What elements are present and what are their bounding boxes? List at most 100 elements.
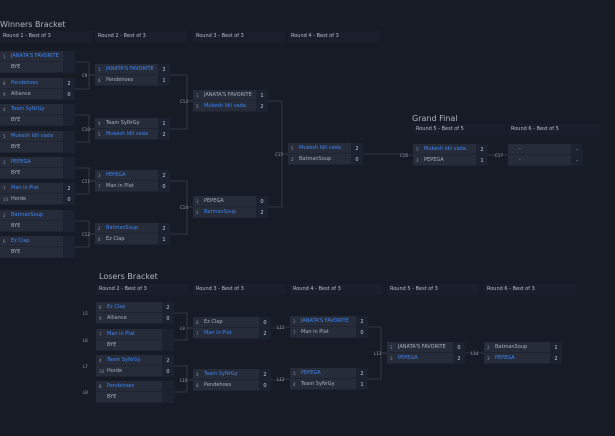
team-cell[interactable]: BYE <box>0 168 63 179</box>
team-row[interactable]: BYE <box>96 340 174 351</box>
team-row[interactable]: BYE <box>0 62 75 73</box>
team-row[interactable]: BYE <box>0 115 75 126</box>
team-cell[interactable]: BYE <box>0 247 63 258</box>
team-cell[interactable]: BYE <box>0 62 63 73</box>
team-cell[interactable]: BYE <box>0 115 63 126</box>
team-row[interactable]: BYE <box>0 247 75 258</box>
team-row[interactable]: -- <box>508 155 583 166</box>
team-cell[interactable]: BYE <box>96 392 162 403</box>
team-row[interactable]: BYE <box>0 221 75 232</box>
team-row[interactable]: -- <box>508 144 583 155</box>
team-row[interactable]: BYE <box>0 168 75 179</box>
team-row[interactable]: BYE <box>96 392 174 403</box>
team-cell[interactable]: BYE <box>0 221 63 232</box>
team-cell[interactable]: - <box>508 155 571 166</box>
